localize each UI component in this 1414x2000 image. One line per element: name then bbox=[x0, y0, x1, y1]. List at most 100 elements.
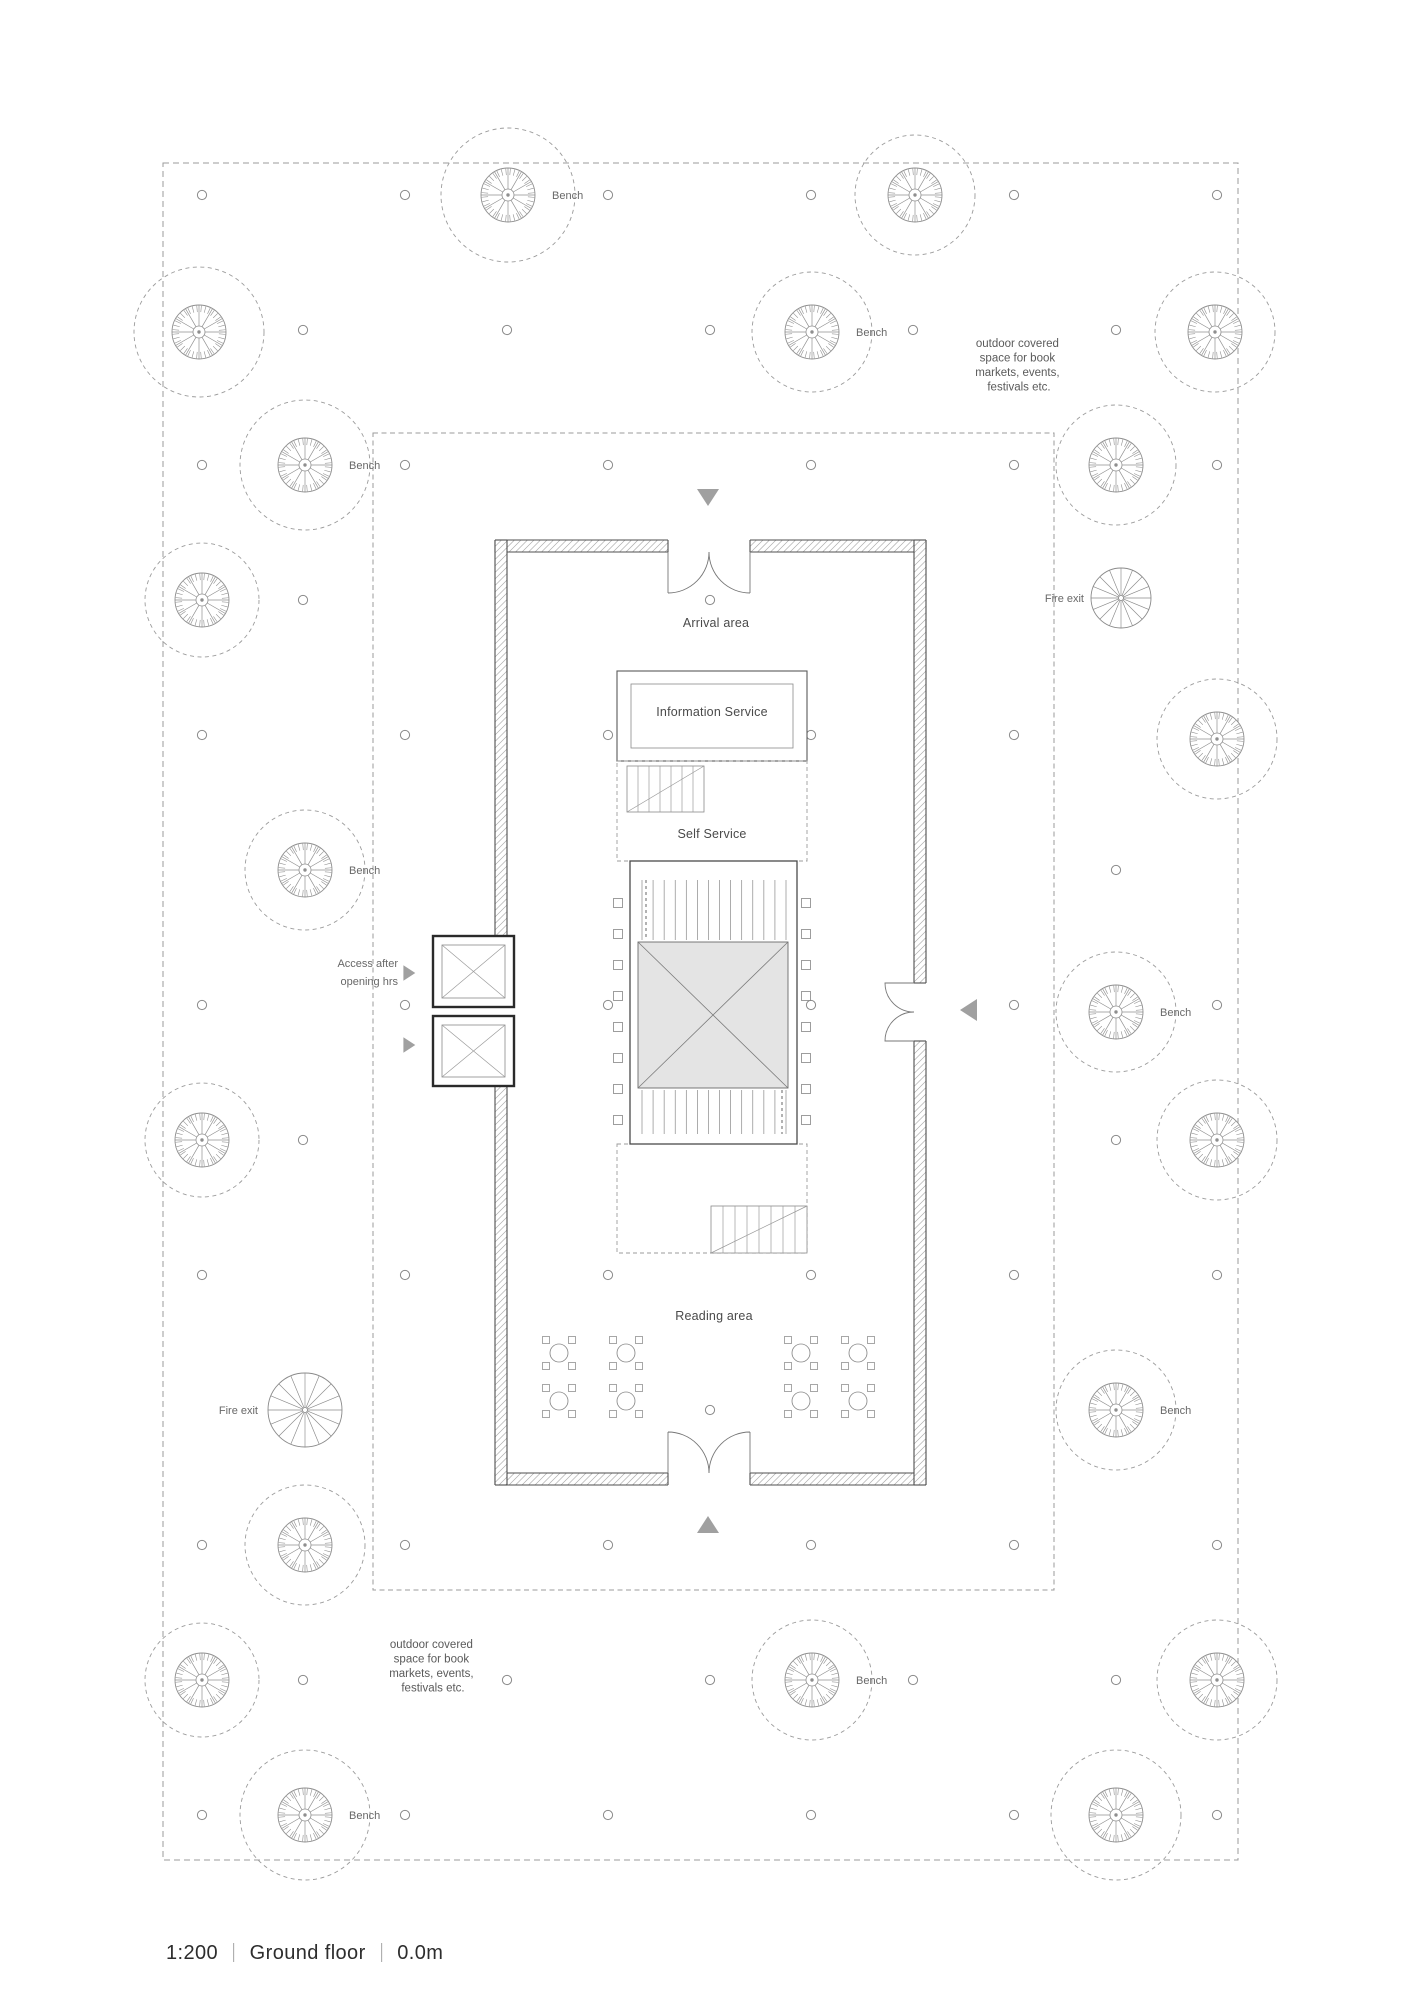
tree-ring-hatch bbox=[182, 1153, 189, 1159]
tree-ring-hatch bbox=[931, 206, 937, 211]
tree-spoke bbox=[920, 181, 939, 193]
tree-ring-hatch bbox=[932, 203, 940, 207]
tree-ring-hatch bbox=[177, 588, 185, 592]
tree-ring-hatch bbox=[1198, 1660, 1204, 1667]
wall-hatch bbox=[599, 1472, 613, 1486]
tree-spoke bbox=[207, 586, 226, 598]
tree-ring-hatch bbox=[1192, 1128, 1200, 1132]
wall-hatch bbox=[913, 1399, 927, 1412]
tree-ring-hatch bbox=[221, 1677, 229, 1679]
elevator-shaft bbox=[431, 1014, 516, 1088]
wall-hatch bbox=[913, 1106, 927, 1120]
tree-ring-hatch bbox=[309, 1789, 313, 1796]
reading-table-set bbox=[609, 1384, 643, 1418]
column-marker bbox=[196, 1539, 208, 1551]
tree-ring-hatch bbox=[888, 192, 896, 194]
tree-ring-hatch bbox=[793, 312, 799, 319]
tree-ring-hatch bbox=[1132, 449, 1138, 454]
tree-ring-hatch bbox=[289, 848, 294, 854]
tree-ring-hatch bbox=[200, 351, 202, 359]
tree-ring-hatch bbox=[212, 313, 219, 319]
tree-spoke bbox=[204, 318, 223, 330]
wall-hatch bbox=[494, 1366, 508, 1379]
wall-hatch bbox=[494, 1177, 508, 1191]
tree-ring-hatch bbox=[500, 169, 504, 176]
column-marker bbox=[1008, 189, 1020, 201]
table bbox=[848, 1391, 868, 1411]
wall-hatch bbox=[494, 1106, 508, 1119]
wall-hatch bbox=[494, 1236, 508, 1249]
tree-spoke bbox=[510, 200, 522, 219]
tree-ring-hatch bbox=[1235, 727, 1242, 731]
wall-hatch bbox=[913, 1269, 927, 1282]
wall-hatch bbox=[494, 709, 508, 723]
wall-hatch bbox=[913, 1288, 927, 1302]
column-marker bbox=[1211, 1809, 1223, 1821]
tree-ring-hatch bbox=[1196, 312, 1202, 319]
tree-ring-hatch bbox=[206, 1114, 210, 1121]
entrance-arrow-icon bbox=[403, 965, 416, 981]
column-marker bbox=[1008, 1809, 1020, 1821]
wall-hatch bbox=[913, 1392, 927, 1406]
tree-ring-hatch bbox=[526, 183, 533, 187]
tree-spoke bbox=[917, 200, 929, 219]
tree-ring-hatch bbox=[831, 333, 839, 335]
tree-ring-hatch bbox=[800, 307, 804, 314]
wall-hatch bbox=[913, 1210, 927, 1224]
tree-ring-hatch bbox=[804, 351, 808, 358]
wall-hatch bbox=[494, 1093, 508, 1106]
tree-spoke bbox=[185, 337, 197, 356]
tree-ring-hatch bbox=[1214, 1653, 1216, 1661]
tree-ring-hatch bbox=[324, 457, 331, 461]
wall-hatch bbox=[913, 1386, 927, 1399]
tree-ring-hatch bbox=[1191, 1672, 1198, 1676]
tree-ring-hatch bbox=[1091, 1000, 1099, 1004]
tree-ring-hatch bbox=[324, 466, 332, 468]
tree-ring-hatch bbox=[804, 1699, 808, 1706]
wall-hatch bbox=[913, 924, 927, 937]
wall-hatch bbox=[560, 1472, 574, 1486]
tree-ring-hatch bbox=[280, 878, 287, 882]
wall-hatch bbox=[494, 618, 508, 632]
tree-spoke bbox=[281, 1531, 300, 1543]
tree-center-dot bbox=[810, 330, 814, 334]
wall-hatch bbox=[494, 1372, 508, 1386]
tree-spoke bbox=[310, 467, 329, 479]
tree-ring-hatch bbox=[318, 446, 325, 452]
tree-ring-hatch bbox=[1117, 1834, 1119, 1842]
tree-spoke bbox=[1092, 451, 1111, 463]
tree-ring-hatch bbox=[176, 604, 183, 608]
tree-ring-hatch bbox=[175, 1141, 183, 1143]
spiral-stair-tread bbox=[307, 1410, 340, 1425]
tree-ring-hatch bbox=[302, 1518, 304, 1526]
tree-spoke bbox=[178, 1142, 197, 1154]
column-marker bbox=[704, 1674, 716, 1686]
tree-ring-hatch bbox=[309, 1519, 313, 1526]
wall-hatch bbox=[867, 1472, 881, 1486]
wall-hatch bbox=[913, 846, 927, 859]
wall-hatch bbox=[815, 1472, 829, 1486]
tree-ring-hatch bbox=[1234, 747, 1242, 751]
tree-ring-hatch bbox=[1199, 310, 1204, 316]
tree-ring-hatch bbox=[1113, 985, 1115, 993]
tree-ring-hatch bbox=[1100, 443, 1105, 449]
tree-ring-hatch bbox=[1225, 1115, 1229, 1123]
tree-ring-hatch bbox=[1234, 324, 1241, 328]
wall-hatch bbox=[494, 631, 508, 645]
tree-ring-hatch bbox=[1135, 1812, 1143, 1814]
tree-ring-hatch bbox=[306, 438, 308, 446]
tree-ring-hatch bbox=[483, 203, 490, 207]
bench-label: Bench bbox=[349, 865, 380, 877]
tree-spoke bbox=[1121, 1817, 1140, 1829]
tree-spoke bbox=[1121, 1396, 1140, 1408]
tree-ring-hatch bbox=[907, 214, 911, 221]
tree-ring-hatch bbox=[289, 443, 294, 449]
wall-hatch bbox=[913, 826, 927, 840]
chair bbox=[867, 1336, 875, 1344]
wall-hatch bbox=[913, 1139, 927, 1152]
fire-exit-label: Fire exit bbox=[1045, 593, 1084, 605]
wall-hatch bbox=[494, 670, 508, 684]
tree-ring-hatch bbox=[800, 349, 804, 357]
wall-hatch bbox=[494, 729, 508, 742]
tree-ring-hatch bbox=[297, 844, 301, 851]
